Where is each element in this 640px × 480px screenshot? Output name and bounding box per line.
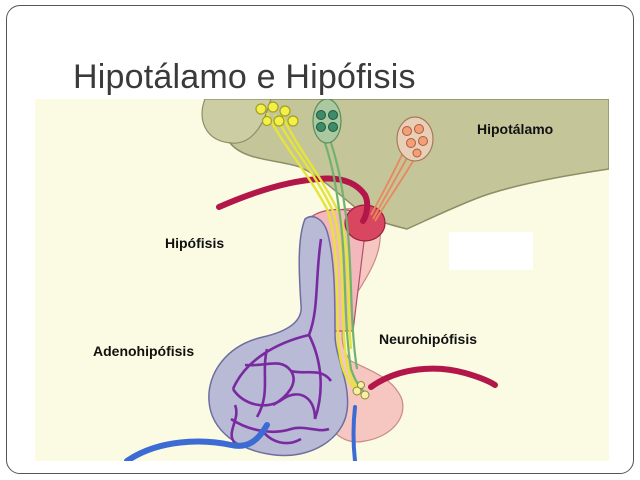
slide-title: Hipotálamo e Hipófisis: [73, 58, 416, 96]
neurons-orange: [402, 124, 428, 158]
label-adenohypophysis: Adenohipófisis: [93, 343, 195, 359]
axon-terminals: [352, 381, 370, 400]
diagram-illustration: [124, 99, 609, 461]
superior-artery: [216, 175, 371, 224]
pituitary-diagram: Hipotálamo Hipófisis Adenohipófisis Neur…: [35, 99, 609, 461]
slide: Hipotálamo e Hipófisis: [6, 5, 634, 474]
label-neurohypophysis: Neurohipófisis: [379, 331, 478, 347]
blank-label-box: [449, 232, 533, 270]
neurons-yellow: [255, 101, 299, 127]
label-pituitary: Hipófisis: [165, 235, 225, 251]
capillary-network: [230, 238, 333, 445]
axon-bundle-green: [319, 130, 366, 394]
hypophyseal-vein-posterior: [351, 405, 357, 461]
adenohypophysis-tissue: [208, 215, 349, 457]
neurons-green: [316, 110, 338, 132]
nucleus-green: [312, 99, 342, 144]
label-hypothalamus: Hipotálamo: [477, 121, 554, 137]
inferior-artery: [368, 365, 498, 390]
hypophyseal-vein: [124, 422, 270, 461]
